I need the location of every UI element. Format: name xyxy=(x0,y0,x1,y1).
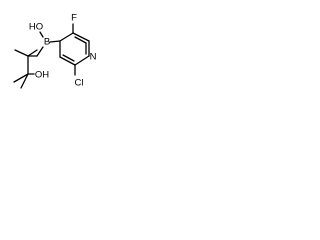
atom-label-fluorine: F xyxy=(71,13,77,24)
bond-c1-me-up-right xyxy=(27,49,38,57)
bond-n-c2 xyxy=(74,55,90,66)
bond-c2-me-left xyxy=(13,73,29,83)
bond-c2-me-down xyxy=(20,73,29,89)
bond-b-o-chain xyxy=(36,46,44,57)
atom-label-nitrogen: N xyxy=(90,52,97,63)
bond-c4-c5 xyxy=(59,32,74,42)
double-bond-c2-c3 xyxy=(62,54,75,62)
bond-b-oh xyxy=(39,31,44,38)
double-bond-c5-c6 xyxy=(74,36,87,44)
bond-c2-c3 xyxy=(59,56,76,66)
bond-c4-b xyxy=(49,40,61,43)
atom-label-boron: B xyxy=(44,37,50,48)
bond-c5-c6 xyxy=(72,32,90,42)
bond-c1-me-up-left xyxy=(14,49,29,57)
atom-label-oh-bottom: OH xyxy=(35,70,49,81)
chemical-structure: HO B F N Cl OH xyxy=(13,13,97,89)
atom-label-ho-top: HO xyxy=(29,22,43,33)
atom-label-chlorine: Cl xyxy=(75,78,84,89)
